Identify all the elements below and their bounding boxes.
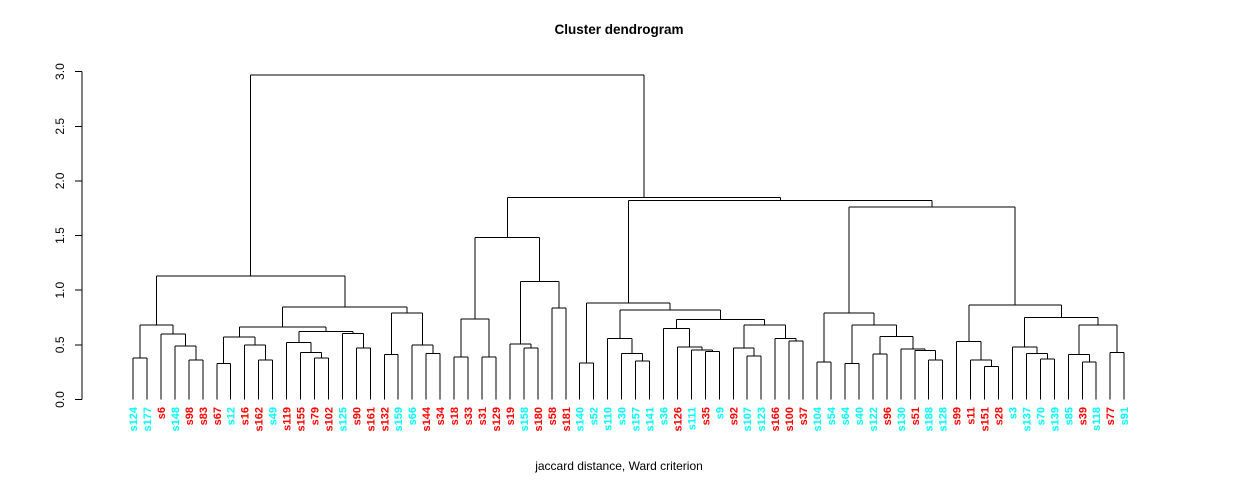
leaf-label: s92	[728, 407, 740, 425]
leaf-label: s144	[421, 406, 433, 431]
leaf-label: s19	[505, 407, 517, 425]
leaf-label: s77	[1105, 407, 1117, 425]
leaf-label: s166	[770, 407, 782, 431]
leaf-label: s30	[617, 407, 629, 425]
leaf-label: s180	[533, 407, 545, 431]
leaf-label: s129	[491, 407, 503, 431]
leaf-label: s51	[910, 407, 922, 425]
leaf-label: s137	[1021, 407, 1033, 431]
leaf-label: s140	[575, 407, 587, 431]
leaf-label: s54	[826, 406, 838, 425]
y-tick-label: 0.0	[53, 391, 67, 408]
leaf-label: s158	[519, 407, 531, 431]
leaf-label: s107	[742, 407, 754, 431]
leaf-label: s148	[170, 407, 182, 431]
leaf-label: s28	[994, 407, 1006, 425]
leaf-label: s3	[1007, 407, 1019, 419]
leaf-label: s34	[435, 406, 447, 425]
leaf-label: s49	[268, 407, 280, 425]
leaf-label: s181	[561, 407, 573, 431]
leaf-label: s157	[631, 407, 643, 431]
leaf-label: s141	[645, 407, 657, 431]
leaf-label: s79	[309, 407, 321, 425]
leaf-label: s119	[282, 407, 294, 431]
leaf-label: s123	[756, 407, 768, 431]
leaf-label: s18	[449, 407, 461, 425]
x-axis-caption: jaccard distance, Ward criterion	[535, 459, 703, 473]
leaf-label: s83	[198, 407, 210, 425]
leaf-label: s177	[142, 407, 154, 431]
leaf-label: s9	[714, 407, 726, 419]
leaf-label: s85	[1063, 407, 1075, 425]
leaf-label: s132	[379, 407, 391, 431]
leaf-label: s33	[463, 407, 475, 425]
leaf-label: s188	[924, 407, 936, 431]
leaf-label: s52	[589, 407, 601, 425]
leaf-label: s100	[784, 407, 796, 431]
leaf-label: s104	[812, 406, 824, 431]
leaf-label: s64	[840, 406, 852, 425]
leaf-label: s128	[938, 407, 950, 431]
leaf-label: s151	[980, 407, 992, 431]
y-tick-label: 2.5	[53, 118, 67, 135]
leaf-label: s40	[854, 407, 866, 425]
leaf-label: s12	[226, 407, 238, 425]
leaf-label: s124	[128, 406, 140, 431]
leaf-label: s37	[798, 407, 810, 425]
leaf-label: s118	[1091, 407, 1103, 431]
leaf-label: s99	[952, 407, 964, 425]
leaf-label: s162	[254, 407, 266, 431]
leaf-label: s126	[672, 407, 684, 431]
leaf-label: s58	[547, 407, 559, 425]
y-tick-label: 0.5	[53, 336, 67, 353]
leaf-label: s98	[184, 407, 196, 425]
leaf-label: s96	[882, 407, 894, 425]
leaf-label: s66	[407, 407, 419, 425]
leaf-label: s102	[323, 407, 335, 431]
leaf-label: s110	[603, 407, 615, 431]
leaf-label: s16	[240, 407, 252, 425]
leaf-label: s36	[658, 407, 670, 425]
leaf-label: s155	[296, 407, 308, 431]
y-tick-label: 1.5	[53, 227, 67, 244]
y-tick-label: 2.0	[53, 172, 67, 189]
leaf-label: s6	[156, 407, 168, 419]
y-tick-label: 3.0	[53, 63, 67, 80]
leaf-label: s70	[1035, 407, 1047, 425]
y-tick-label: 1.0	[53, 282, 67, 299]
leaf-label: s91	[1119, 407, 1131, 425]
leaf-label: s161	[365, 407, 377, 431]
leaf-label: s125	[337, 407, 349, 431]
leaf-label: s111	[686, 407, 698, 430]
leaf-label: s130	[896, 407, 908, 431]
leaf-label: s159	[393, 407, 405, 431]
chart-title: Cluster dendrogram	[554, 22, 684, 37]
leaf-label: s11	[966, 407, 978, 425]
leaf-label: s139	[1049, 407, 1061, 431]
leaf-label: s35	[700, 407, 712, 425]
leaf-label: s90	[351, 407, 363, 425]
leaf-label: s39	[1077, 407, 1089, 425]
leaf-label: s67	[212, 407, 224, 425]
leaf-label: s122	[868, 407, 880, 431]
leaf-label: s31	[477, 407, 489, 425]
